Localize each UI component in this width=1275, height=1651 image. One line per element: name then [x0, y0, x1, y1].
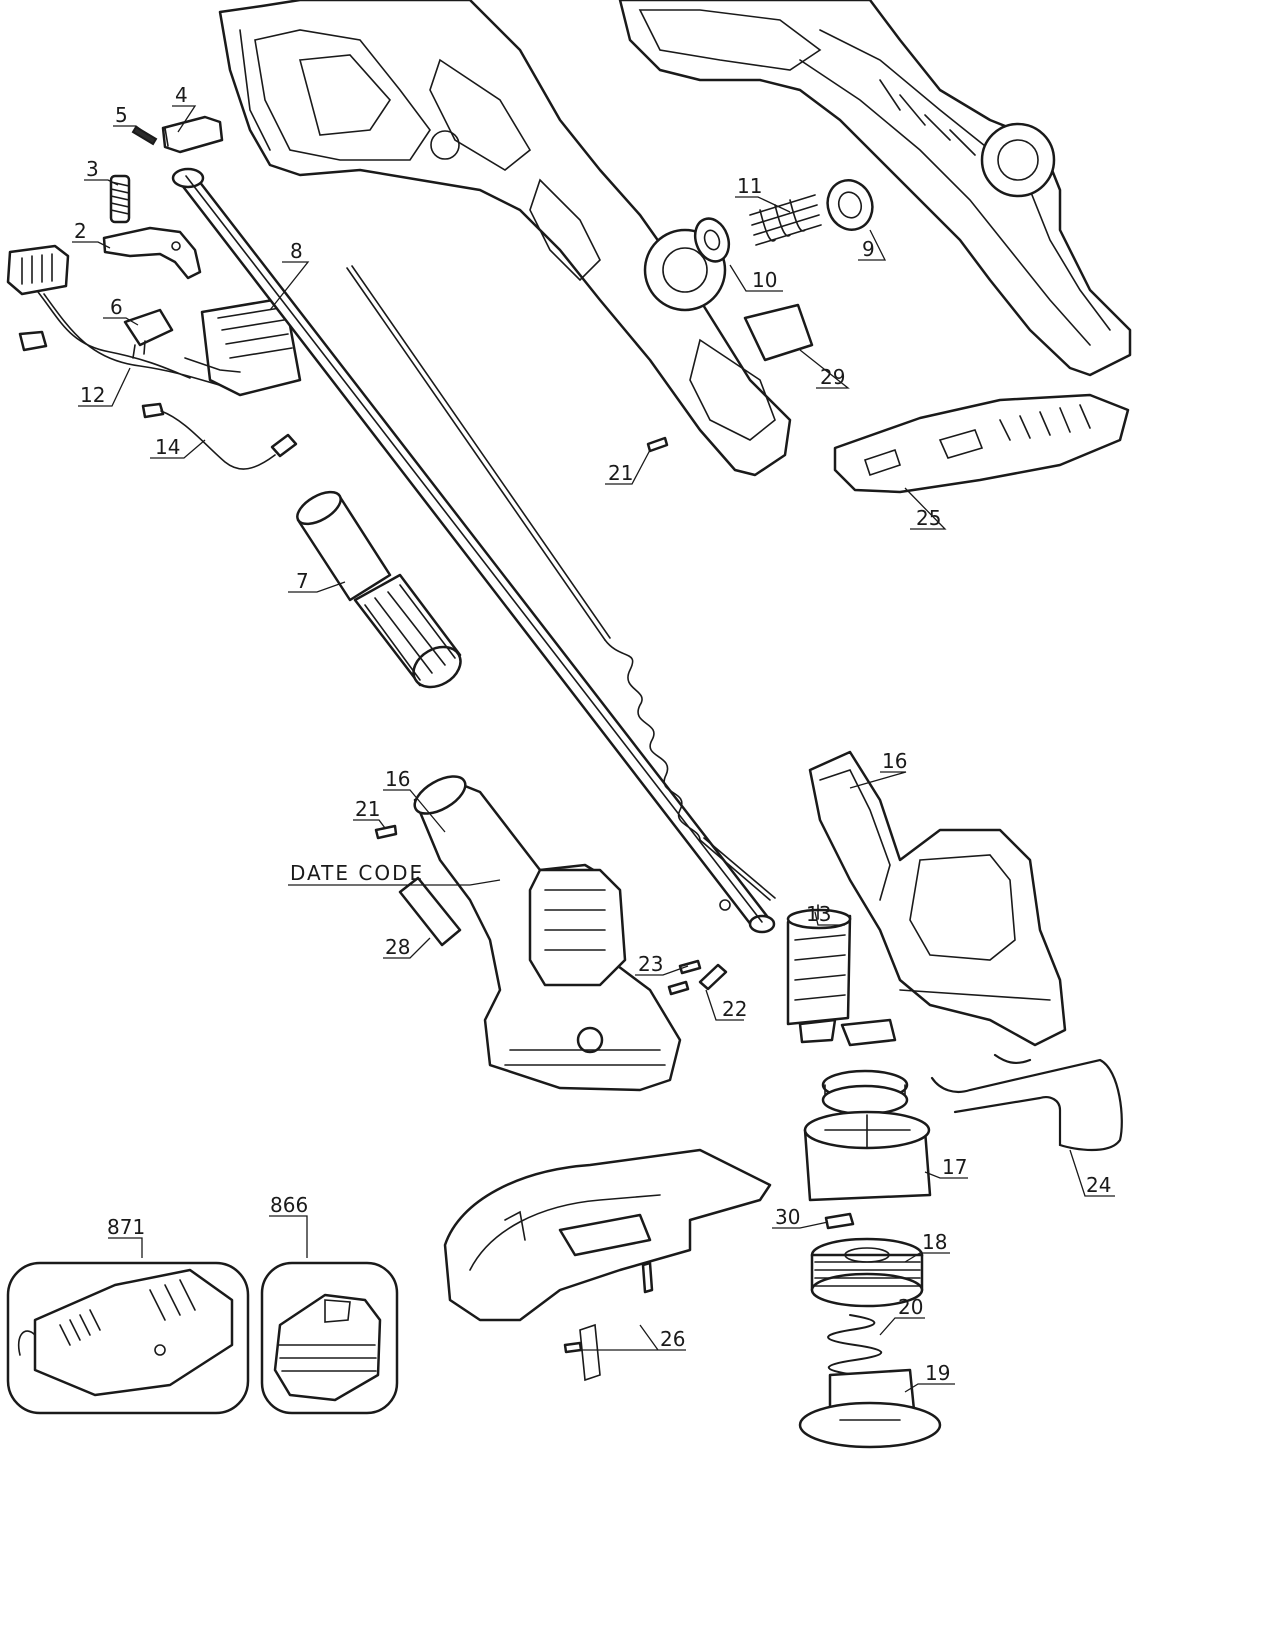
- connector-cable: [141, 402, 298, 470]
- wiring-harness: [18, 291, 302, 397]
- callout-label: 25: [916, 506, 941, 530]
- screw-top: [646, 436, 669, 453]
- callout-label: 14: [155, 435, 180, 459]
- date-code-label-text: DATE CODE: [290, 861, 424, 885]
- callout-label: 13: [806, 902, 831, 926]
- switch: [123, 308, 174, 359]
- trigger: [102, 226, 202, 280]
- trigger-spring: [109, 174, 131, 224]
- right-handle-half: [618, 0, 1132, 377]
- line-clip: [824, 1212, 855, 1230]
- inner-coiled-wire: [346, 265, 776, 901]
- spring-assembly: [693, 179, 874, 263]
- callout-labels: 2 3 4 5 6 7 8 9 10 11 12 13 14 16 16 17 …: [74, 83, 1111, 1385]
- callout-label: 10: [752, 268, 777, 292]
- callout-label: 24: [1086, 1173, 1111, 1197]
- small-pin: [131, 125, 158, 146]
- callout-leaders: [72, 105, 1115, 1393]
- callout-label: 9: [862, 237, 875, 261]
- small-screws: [667, 959, 728, 996]
- callout-label: 17: [942, 1155, 967, 1179]
- motor: [786, 904, 897, 1047]
- lower-housing-left: [413, 775, 682, 1092]
- callout-label: 8: [290, 239, 303, 263]
- callout-label: 29: [820, 365, 845, 389]
- callout-label: 30: [775, 1205, 800, 1229]
- guard-screws: [563, 1261, 654, 1354]
- spool-cap: [798, 1368, 942, 1449]
- callout-label: 12: [80, 383, 105, 407]
- callout-label: 11: [737, 174, 762, 198]
- lower-housing-right: [808, 750, 1067, 1047]
- spool-spring: [827, 1314, 882, 1376]
- callout-label: 16: [882, 749, 907, 773]
- callout-label: 866: [270, 1193, 308, 1217]
- auxiliary-handle: [833, 393, 1130, 494]
- edge-guide-wire: [930, 1053, 1123, 1152]
- shaft-collar: [296, 490, 462, 689]
- callout-label: 23: [638, 952, 663, 976]
- label-pad: [743, 303, 814, 362]
- callout-label: 21: [355, 797, 380, 821]
- callout-label: 20: [898, 1295, 923, 1319]
- callout-label: 5: [115, 103, 128, 127]
- callout-label: 4: [175, 83, 188, 107]
- lock-off-button: [161, 115, 224, 154]
- callout-label: 19: [925, 1361, 950, 1385]
- callout-label: 7: [296, 569, 309, 593]
- cutting-guard: [443, 1148, 772, 1382]
- date-code-label: [398, 876, 462, 947]
- main-shaft-tube: [171, 167, 776, 934]
- callout-label: 26: [660, 1327, 685, 1351]
- callout-label: 2: [74, 219, 87, 243]
- callout-label: 6: [110, 295, 123, 319]
- callout-label: 28: [385, 935, 410, 959]
- line-spool: [810, 1237, 924, 1308]
- callout-label: 3: [86, 157, 99, 181]
- battery-inset: [260, 1261, 399, 1415]
- screw-lower: [374, 824, 398, 840]
- callout-label: 16: [385, 767, 410, 791]
- spool-housing: [803, 1069, 932, 1202]
- battery-terminal-block: [6, 244, 70, 296]
- callout-label: 18: [922, 1230, 947, 1254]
- callout-label: 21: [608, 461, 633, 485]
- charger-inset: [6, 1261, 250, 1415]
- callout-label: 22: [722, 997, 747, 1021]
- callout-label: 871: [107, 1215, 145, 1239]
